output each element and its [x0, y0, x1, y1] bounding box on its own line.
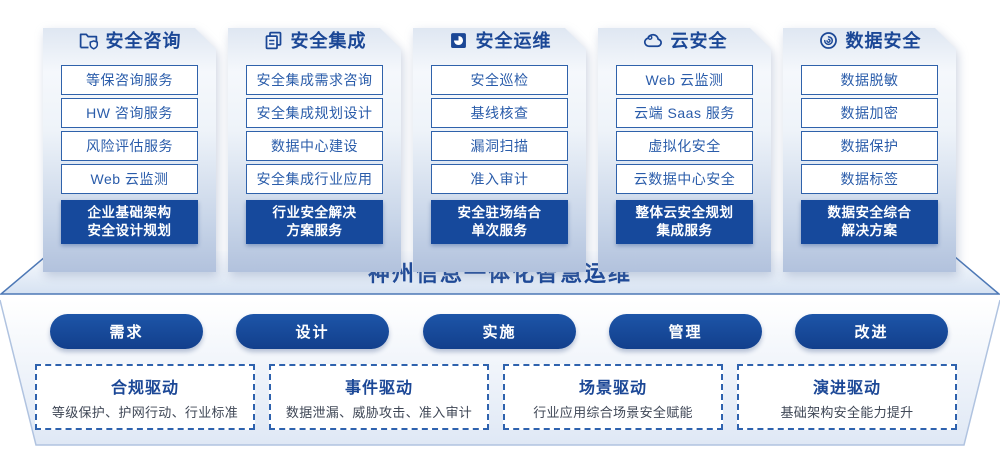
- process-step-pill-improve: 改进: [795, 314, 948, 349]
- service-item: 数据脱敏: [801, 65, 938, 95]
- highlight-line: 行业安全解决: [272, 204, 357, 220]
- highlight-line: 企业基础架构: [87, 204, 172, 220]
- card-header: 数据安全: [783, 28, 956, 52]
- folder-shield-icon: [78, 30, 99, 51]
- cloud-icon: [642, 30, 664, 51]
- service-card-operations: 安全运维 安全巡检 基线核查 漏洞扫描 准入审计 安全驻场结合 单次服务: [413, 8, 586, 252]
- driver-title: 事件驱动: [344, 379, 413, 397]
- highlight-line: 整体云安全规划: [635, 204, 734, 220]
- highlight-line: 数据安全综合: [827, 204, 912, 220]
- service-item: 等保咨询服务: [61, 65, 198, 95]
- card-items: 安全集成需求咨询 安全集成规划设计 数据中心建设 安全集成行业应用: [228, 65, 401, 194]
- card-header: 安全运维: [413, 28, 586, 52]
- service-item: 数据中心建设: [246, 131, 383, 161]
- service-item: 数据加密: [801, 98, 938, 128]
- service-card-body: 安全运维 安全巡检 基线核查 漏洞扫描 准入审计 安全驻场结合 单次服务: [413, 28, 586, 272]
- service-item: 基线核查: [431, 98, 568, 128]
- driver-title: 合规驱动: [110, 379, 179, 397]
- card-title: 安全咨询: [105, 31, 182, 51]
- highlight-line: 方案服务: [286, 223, 343, 238]
- driver-box-event: 事件驱动 数据泄漏、威胁攻击、准入审计: [269, 364, 489, 430]
- card-header: 安全咨询: [43, 28, 216, 52]
- process-step-pill-implement: 实施: [423, 314, 576, 349]
- driver-box-scenario: 场景驱动 行业应用综合场景安全赋能: [503, 364, 723, 430]
- driver-title: 场景驱动: [578, 379, 647, 397]
- service-card-data: 数据安全 数据脱敏 数据加密 数据保护 数据标签 数据安全综合 解决方案: [783, 8, 956, 252]
- card-title: 安全运维: [475, 31, 552, 51]
- service-item: 安全集成行业应用: [246, 164, 383, 194]
- service-card-body: 数据安全 数据脱敏 数据加密 数据保护 数据标签 数据安全综合 解决方案: [783, 28, 956, 272]
- card-items: 数据脱敏 数据加密 数据保护 数据标签: [783, 65, 956, 194]
- copy-documents-icon: [263, 30, 284, 51]
- card-items: Web 云监测 云端 Saas 服务 虚拟化安全 云数据中心安全: [598, 65, 771, 194]
- service-card-body: 安全集成 安全集成需求咨询 安全集成规划设计 数据中心建设 安全集成行业应用 行…: [228, 28, 401, 272]
- service-item: 云端 Saas 服务: [616, 98, 753, 128]
- card-title: 云安全: [670, 31, 728, 51]
- card-header: 云安全: [598, 28, 771, 52]
- service-item: Web 云监测: [616, 65, 753, 95]
- service-item: HW 咨询服务: [61, 98, 198, 128]
- highlight-line: 单次服务: [471, 223, 528, 238]
- driver-desc: 基础架构安全能力提升: [780, 404, 914, 420]
- highlight-line: 安全驻场结合: [457, 204, 542, 220]
- service-card-integration: 安全集成 安全集成需求咨询 安全集成规划设计 数据中心建设 安全集成行业应用 行…: [228, 8, 401, 252]
- card-header: 安全集成: [228, 28, 401, 52]
- service-item: Web 云监测: [61, 164, 198, 194]
- driver-desc: 等级保护、护网行动、行业标准: [51, 404, 239, 420]
- service-item: 准入审计: [431, 164, 568, 194]
- service-item: 数据保护: [801, 131, 938, 161]
- driver-desc: 行业应用综合场景安全赋能: [533, 404, 693, 420]
- service-card-body: 安全咨询 等保咨询服务 HW 咨询服务 风险评估服务 Web 云监测 企业基础架…: [43, 28, 216, 272]
- service-item: 云数据中心安全: [616, 164, 753, 194]
- card-title: 数据安全: [845, 31, 922, 51]
- highlight-box: 企业基础架构 安全设计规划: [61, 200, 198, 244]
- service-item: 漏洞扫描: [431, 131, 568, 161]
- service-item: 虚拟化安全: [616, 131, 753, 161]
- highlight-box: 数据安全综合 解决方案: [801, 200, 938, 244]
- highlight-box: 行业安全解决 方案服务: [246, 200, 383, 244]
- service-item: 数据标签: [801, 164, 938, 194]
- card-title: 安全集成: [290, 31, 367, 51]
- service-item: 安全巡检: [431, 65, 568, 95]
- service-item: 安全集成需求咨询: [246, 65, 383, 95]
- service-card-body: 云安全 Web 云监测 云端 Saas 服务 虚拟化安全 云数据中心安全 整体云…: [598, 28, 771, 272]
- driver-desc: 数据泄漏、威胁攻击、准入审计: [285, 404, 473, 420]
- driver-title: 演进驱动: [812, 379, 881, 397]
- highlight-box: 整体云安全规划 集成服务: [616, 200, 753, 244]
- service-item: 安全集成规划设计: [246, 98, 383, 128]
- service-card-consulting: 安全咨询 等保咨询服务 HW 咨询服务 风险评估服务 Web 云监测 企业基础架…: [43, 8, 216, 252]
- process-step-pill-manage: 管理: [609, 314, 762, 349]
- driver-box-compliance: 合规驱动 等级保护、护网行动、行业标准: [35, 364, 255, 430]
- highlight-line: 解决方案: [841, 223, 898, 238]
- process-step-pill-design: 设计: [236, 314, 389, 349]
- highlight-line: 集成服务: [656, 223, 713, 238]
- fingerprint-icon: [818, 30, 839, 51]
- service-item: 风险评估服务: [61, 131, 198, 161]
- pie-chart-icon: [448, 30, 469, 51]
- card-items: 安全巡检 基线核查 漏洞扫描 准入审计: [413, 65, 586, 194]
- process-step-pill-requirement: 需求: [50, 314, 203, 349]
- driver-box-evolution: 演进驱动 基础架构安全能力提升: [737, 364, 957, 430]
- service-card-cloud: 云安全 Web 云监测 云端 Saas 服务 虚拟化安全 云数据中心安全 整体云…: [598, 8, 771, 252]
- highlight-box: 安全驻场结合 单次服务: [431, 200, 568, 244]
- card-items: 等保咨询服务 HW 咨询服务 风险评估服务 Web 云监测: [43, 65, 216, 194]
- highlight-line: 安全设计规划: [87, 223, 172, 238]
